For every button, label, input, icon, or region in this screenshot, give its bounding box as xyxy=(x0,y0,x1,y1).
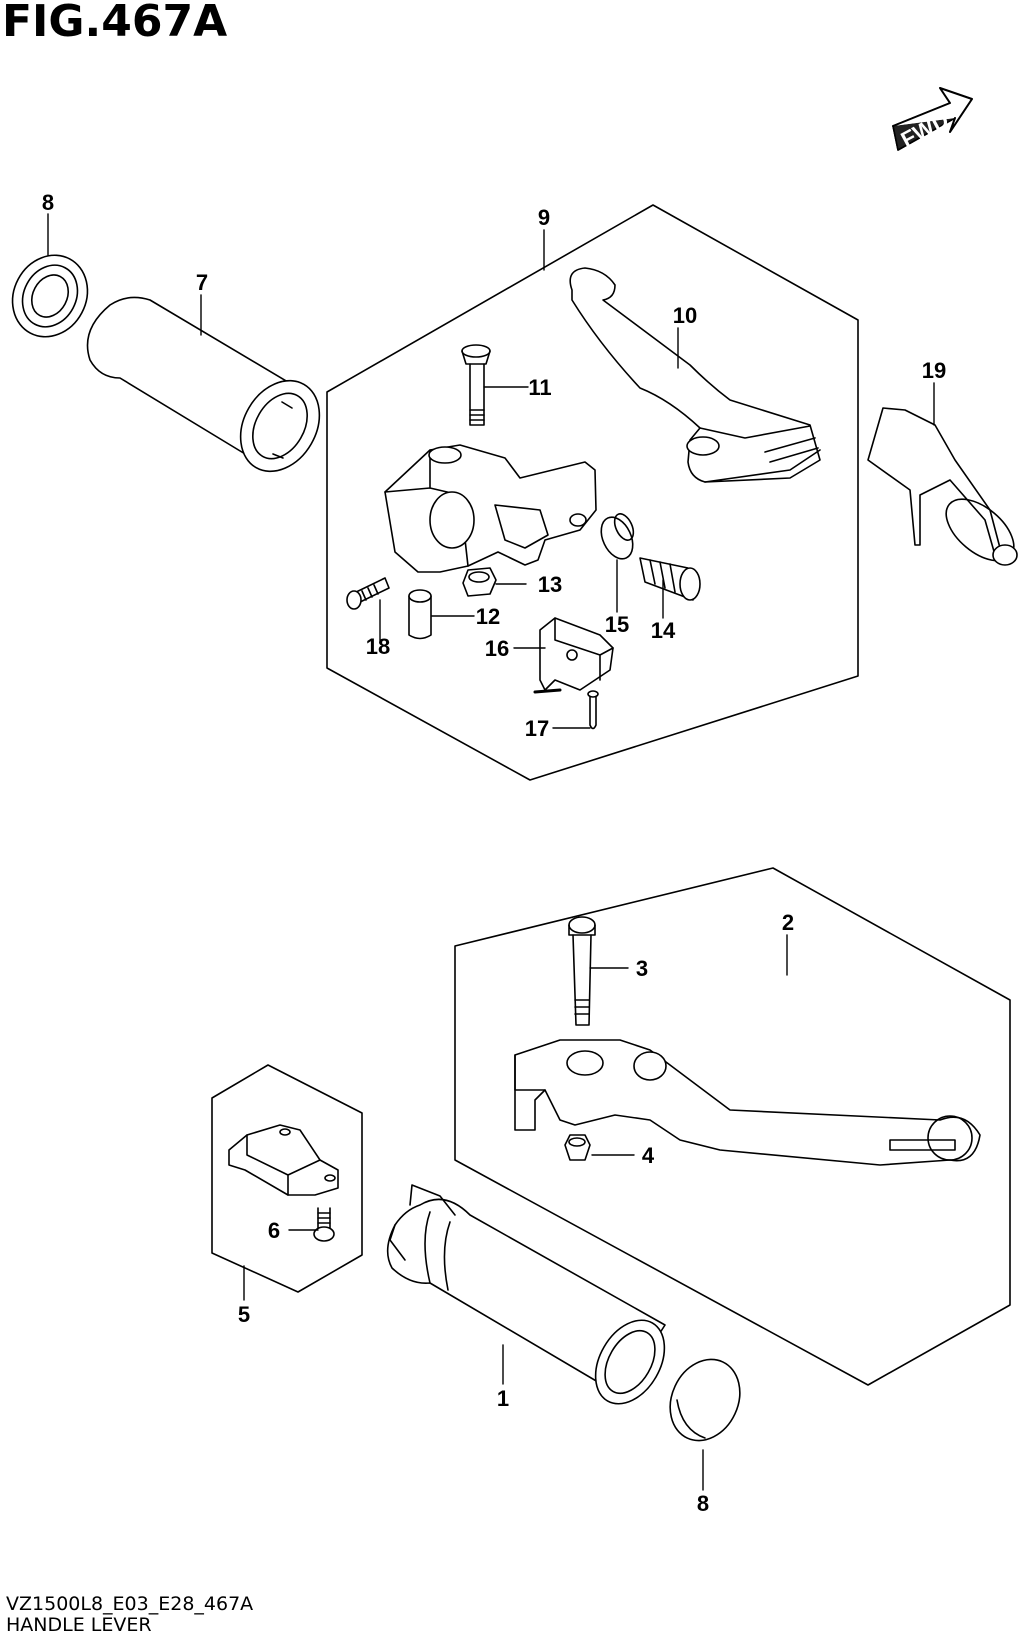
assembly-frame-5 xyxy=(211,1064,363,1293)
clutch-switch-16 xyxy=(533,617,614,694)
callout-1: 1 xyxy=(497,1386,509,1411)
fwd-arrow-icon xyxy=(892,87,973,151)
callout-15: 15 xyxy=(605,612,629,637)
adjuster-ring-15 xyxy=(600,513,635,560)
callout-7: 7 xyxy=(196,270,208,295)
screw-6 xyxy=(313,1207,335,1242)
screw-17 xyxy=(587,690,599,730)
callout-3: 3 xyxy=(636,956,648,981)
figure-name: HANDLE LEVER xyxy=(6,1614,152,1636)
screw-18 xyxy=(346,577,390,610)
throttle-grip xyxy=(386,1184,666,1405)
callout-5: 5 xyxy=(238,1302,250,1327)
figure-code: VZ1500L8_E03_E28_467A xyxy=(6,1593,254,1615)
callout-2: 2 xyxy=(782,910,794,935)
brake-lever xyxy=(514,1039,981,1166)
callout-8-upper: 8 xyxy=(42,190,54,215)
assembly-frame-9 xyxy=(326,204,859,781)
nut-4 xyxy=(564,1134,591,1161)
callout-19: 19 xyxy=(922,358,946,383)
callout-18: 18 xyxy=(366,634,390,659)
callout-12: 12 xyxy=(476,604,500,629)
bar-end-cap xyxy=(669,1358,741,1442)
leader-lines xyxy=(47,213,935,1491)
upper-lever-holder xyxy=(384,444,597,573)
nut-13 xyxy=(462,567,497,597)
collar-12 xyxy=(408,589,432,640)
assembly-frame-2 xyxy=(454,867,1011,1386)
callout-17: 17 xyxy=(525,716,549,741)
callout-9: 9 xyxy=(538,205,550,230)
pivot-bolt-lower xyxy=(568,916,596,1026)
adjuster-bolt-14 xyxy=(639,557,701,601)
cable-cover-19 xyxy=(867,407,1018,566)
callout-14: 14 xyxy=(651,618,676,643)
upper-grip xyxy=(86,296,321,473)
bar-end-ring xyxy=(11,254,89,338)
clutch-lever xyxy=(569,267,821,483)
callout-6: 6 xyxy=(268,1218,280,1243)
callout-16: 16 xyxy=(485,636,509,661)
callout-10: 10 xyxy=(673,303,697,328)
pivot-bolt-upper xyxy=(461,344,491,426)
callout-11: 11 xyxy=(528,375,551,400)
figure-title: FIG.467A xyxy=(2,0,228,47)
callout-13: 13 xyxy=(538,572,562,597)
callout-8-lower: 8 xyxy=(697,1491,709,1516)
callout-4: 4 xyxy=(642,1143,655,1168)
brake-switch-5 xyxy=(228,1124,339,1196)
